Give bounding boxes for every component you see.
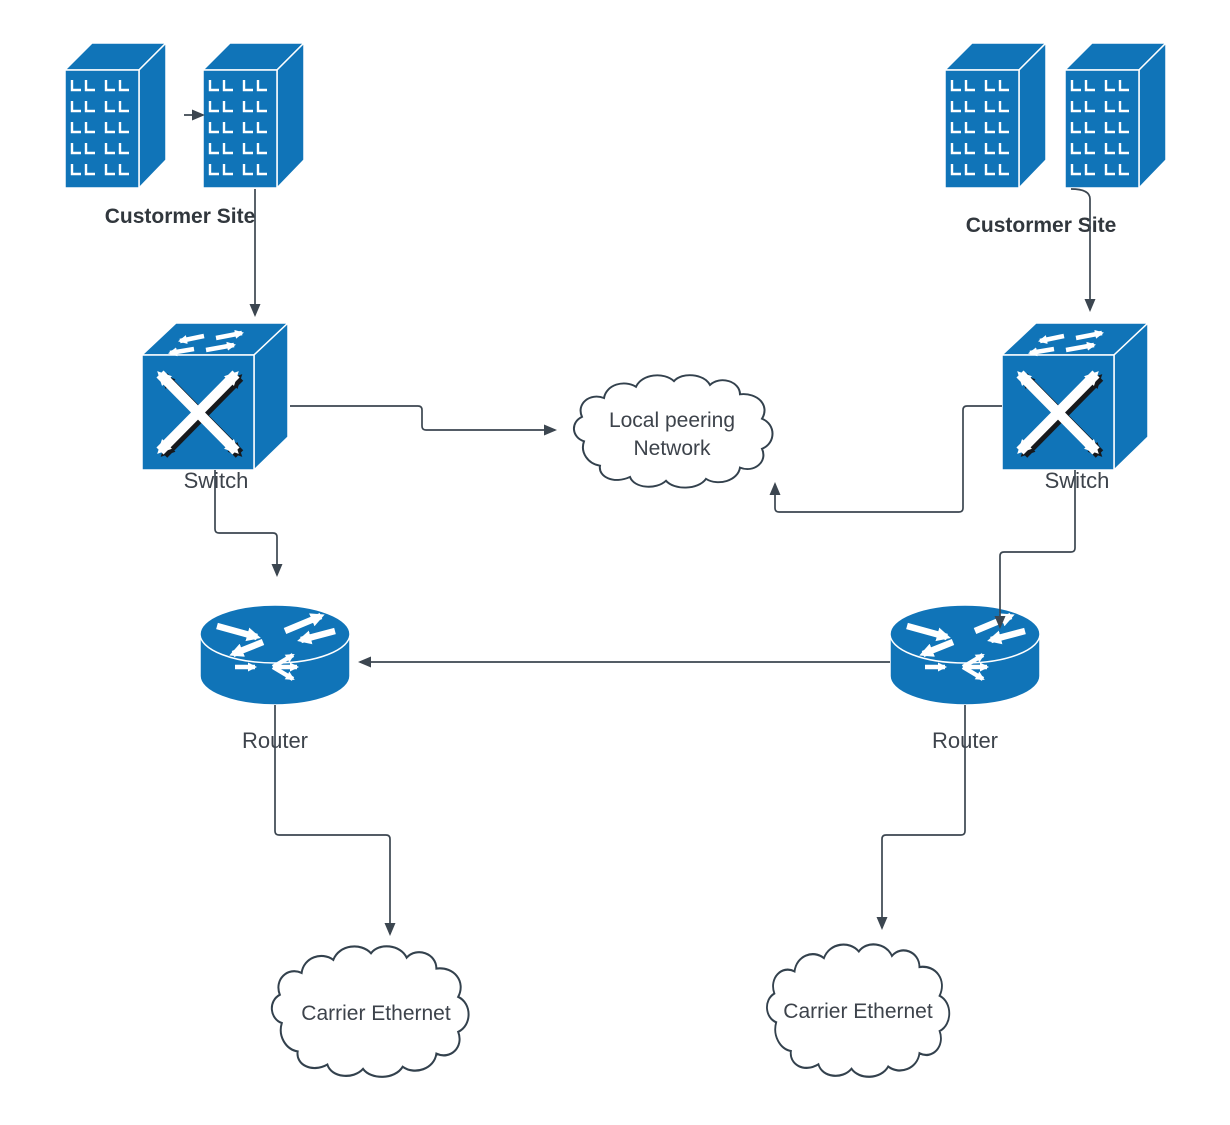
connector-router-left-to-carrier-cloud-left [274, 705, 396, 936]
connector-switch-right-to-peering-cloud [769, 405, 1002, 513]
router-left-icon [200, 605, 350, 705]
building-icon [1063, 41, 1168, 190]
connector-switch-right-to-router-right [994, 470, 1076, 629]
building-icon [63, 41, 168, 190]
building-icon [201, 41, 306, 190]
connector-switch-left-to-router-left [214, 470, 283, 577]
customer-site-right-label: Custormer Site [966, 214, 1117, 237]
switch-right-icon [1002, 323, 1148, 470]
carrier-ethernet-right-label: Carrier Ethernet [783, 1000, 933, 1023]
connectors [184, 109, 1096, 936]
customer-site-left-label: Custormer Site [105, 205, 256, 228]
building-icon [943, 41, 1048, 190]
peering-cloud-label-line1: Local peering [609, 409, 735, 432]
switch-left-icon [142, 323, 288, 470]
customer-site-right [943, 41, 1168, 190]
switch-left-label: Switch [184, 468, 249, 493]
connector-switch-left-to-peering-cloud [290, 405, 557, 436]
connector-site-right-to-switch-right [1070, 188, 1096, 312]
switch-right-label: Switch [1045, 468, 1110, 493]
router-right-icon [890, 605, 1040, 705]
carrier-ethernet-left-label: Carrier Ethernet [301, 1002, 451, 1025]
peering-cloud-label-line2: Network [633, 437, 711, 460]
connector-router-right-to-carrier-cloud-right [876, 705, 966, 930]
